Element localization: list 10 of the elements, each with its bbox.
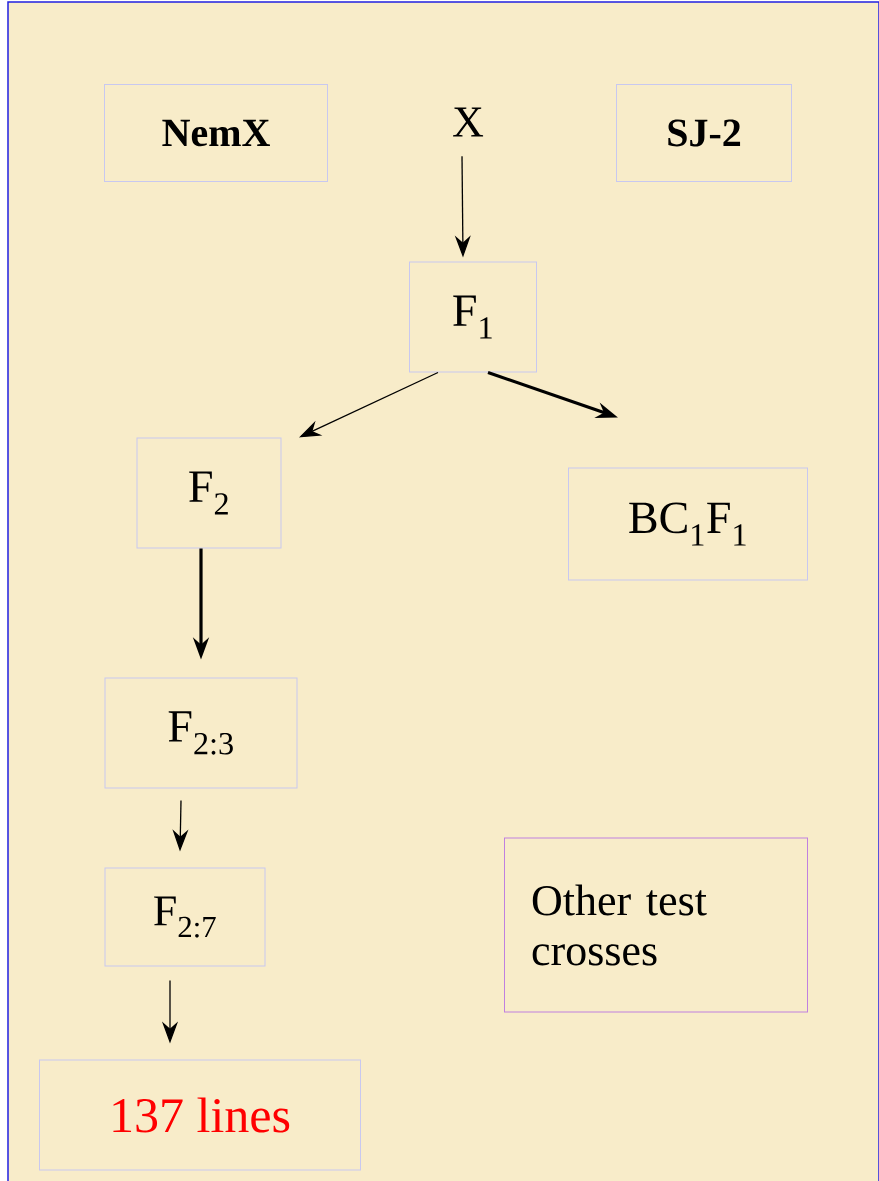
generation-box: F$_{2:3}$: [104, 677, 298, 789]
parent-box: NemX: [104, 84, 328, 182]
cross-symbol: X: [453, 107, 484, 137]
generation-box: 137 lines: [39, 1059, 361, 1171]
generation-box: Other test crosses: [504, 837, 808, 1013]
generation-box: BC$_{1}$F$_{1}$: [568, 467, 808, 581]
generation-box: F$_{2}$: [136, 437, 282, 549]
generation-box: F$_{1}$: [409, 261, 537, 373]
parent-box: SJ-2: [616, 84, 792, 182]
generation-box: F$_{2:7}$: [104, 867, 266, 967]
